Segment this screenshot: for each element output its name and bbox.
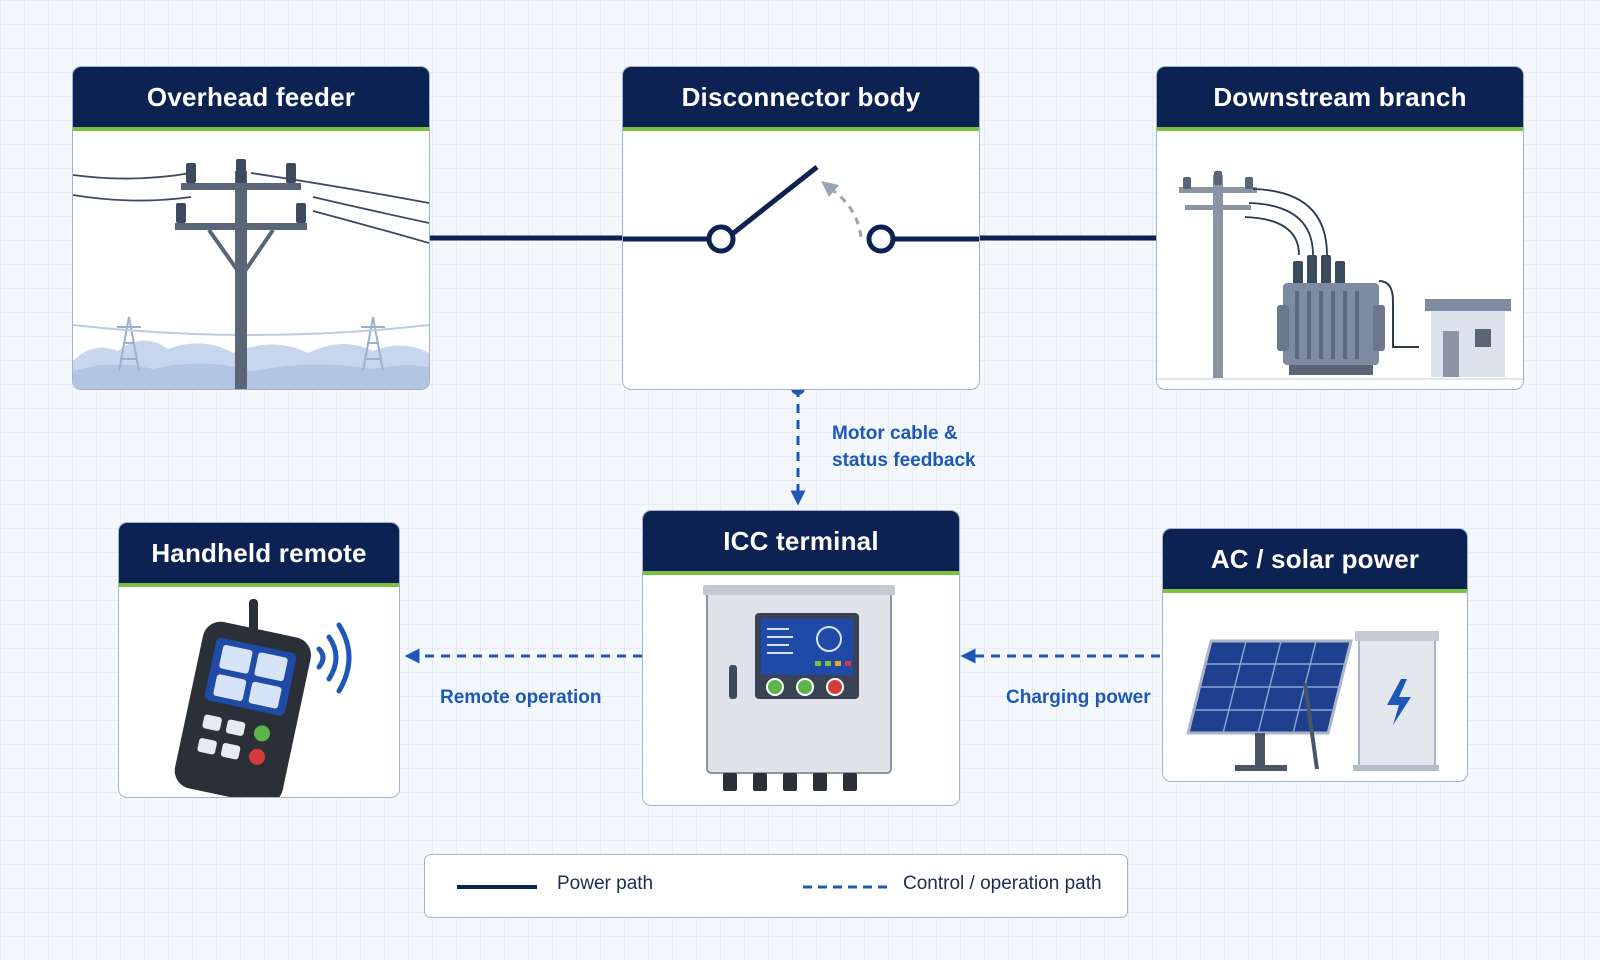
solar-panel-battery-illustration <box>1163 593 1467 781</box>
legend-swatches <box>457 885 887 889</box>
downstream-branch-node: Downstream branch <box>1156 66 1524 390</box>
node-title: Overhead feeder <box>73 67 429 131</box>
node-title: AC / solar power <box>1163 529 1467 593</box>
node-title: ICC terminal <box>643 511 959 575</box>
legend-control-path-label: Control / operation path <box>903 873 1102 894</box>
icc-terminal-node: ICC terminal <box>642 510 960 806</box>
handheld-remote-node: Handheld remote <box>118 522 400 798</box>
remote-operation-label: Remote operation <box>440 687 602 708</box>
motor-cable-label-line2: status feedback <box>832 450 976 471</box>
overhead-feeder-node: Overhead feeder <box>72 66 430 390</box>
legend-power-path-label: Power path <box>557 873 654 894</box>
legend: Power path Control / operation path <box>424 854 1128 918</box>
switch-symbol-illustration <box>623 131 979 389</box>
node-title: Disconnector body <box>623 67 979 131</box>
charging-power-label: Charging power <box>1006 687 1151 708</box>
motor-cable-label: Motor cable & status feedback <box>832 420 976 474</box>
control-cabinet-illustration <box>643 575 959 805</box>
ac-solar-power-node: AC / solar power <box>1162 528 1468 782</box>
utility-pole-illustration <box>73 131 429 389</box>
remote-device-illustration <box>119 587 399 797</box>
transformer-substation-illustration <box>1157 131 1523 389</box>
motor-cable-label-line1: Motor cable & <box>832 423 958 444</box>
node-title: Handheld remote <box>119 523 399 587</box>
disconnector-body-node: Disconnector body <box>622 66 980 390</box>
node-title: Downstream branch <box>1157 67 1523 131</box>
